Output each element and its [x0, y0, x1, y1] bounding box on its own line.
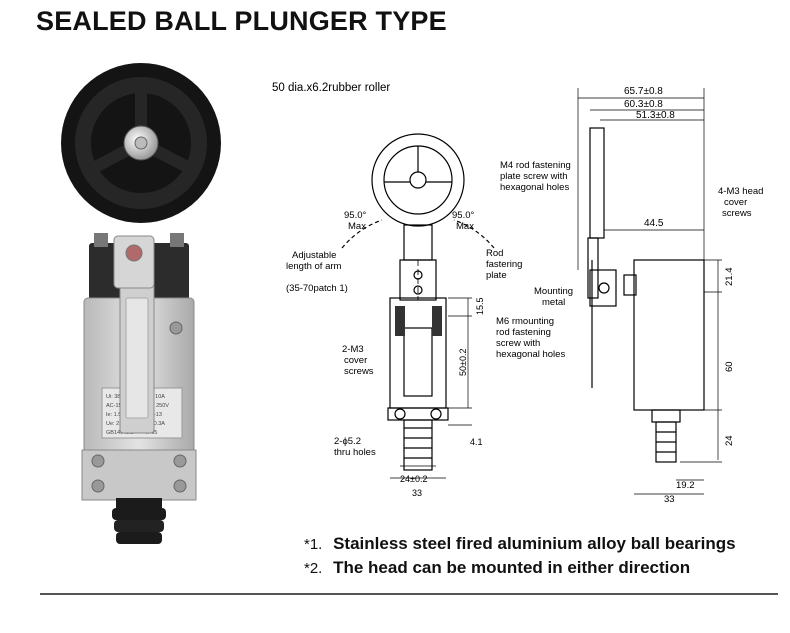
spec-text: Ue: 250V — [146, 403, 169, 409]
page-title: SEALED BALL PLUNGER TYPE — [36, 6, 447, 36]
cover-screws-left-callout: screws — [344, 366, 374, 377]
bottom-divider — [40, 593, 778, 595]
spec-text: Ie: 1.5A — [106, 412, 125, 418]
dim-15-5: 15.5 — [475, 297, 485, 315]
dim-24-front: 24±0.2 — [400, 474, 427, 484]
front-view — [341, 133, 495, 471]
rod-screw-callout: M4 rod fastening — [500, 160, 571, 171]
rod-plate-callout: plate — [486, 270, 507, 281]
cover-screws-right-callout: screws — [722, 208, 752, 219]
technical-drawing: 50 dia.x6.2rubber roller M4 rod fastenin… — [272, 82, 763, 505]
cover-screws-left-callout: 2-M3 — [342, 344, 364, 355]
angle-right-label: 95.0° — [452, 210, 474, 221]
adjustable-callout: length of arm — [286, 261, 342, 272]
note-2: *2. The head can be mounted in either di… — [304, 558, 690, 578]
adjustable-callout: (35-70patch 1) — [286, 283, 348, 294]
spec-text: Ie: 0.3A — [146, 421, 165, 427]
dim-60-3: 60.3±0.8 — [624, 99, 663, 110]
m6-screw-callout: screw with — [496, 338, 540, 349]
cover-screws-right-callout: 4-M3 head — [718, 186, 763, 197]
mounting-metal-callout: metal — [542, 297, 565, 308]
roller-callout: 50 dia.x6.2rubber roller — [272, 82, 390, 94]
rod-screw-callout: plate screw with — [500, 171, 568, 182]
side-view — [587, 127, 705, 463]
dim-65-7: 65.7±0.8 — [624, 86, 663, 97]
note-1-text: Stainless steel fired aluminium alloy ba… — [333, 534, 736, 553]
dim-19-2: 19.2 — [676, 480, 695, 491]
rubber-boot — [116, 498, 162, 508]
thru-holes-callout: 2-ϕ5.2 — [334, 436, 361, 447]
roller-outline — [371, 133, 465, 227]
dim-51-3: 51.3±0.8 — [636, 110, 675, 121]
rod-plate-callout: Rod — [486, 248, 503, 259]
dim-4-1: 4.1 — [470, 437, 483, 447]
roller-side — [589, 127, 605, 239]
spec-text: Ith: 10A — [146, 394, 165, 400]
angle-right-label: Max — [456, 221, 474, 232]
adjustable-callout: Adjustable — [292, 250, 336, 261]
angle-left-label: 95.0° — [344, 210, 366, 221]
rod-screw-callout: hexagonal holes — [500, 182, 569, 193]
dim-60: 60 — [724, 361, 735, 372]
thru-holes-callout: thru holes — [334, 447, 376, 458]
dim-33-front: 33 — [412, 488, 422, 498]
product-photo: Ui: 380V Ith: 10A AC-15 Ue: 250V Ie: 1.5… — [61, 63, 221, 544]
dim-50: 50±0.2 — [458, 349, 468, 376]
m6-screw-callout: M6 rmounting — [496, 316, 554, 327]
angle-left-label: Max — [348, 221, 366, 232]
rod-plate-callout: fastering — [486, 259, 522, 270]
mounting-metal-callout: Mounting — [534, 286, 573, 297]
note-1: *1. Stainless steel fired aluminium allo… — [304, 534, 736, 554]
spec-text: AC-15 — [106, 403, 122, 409]
m6-screw-callout: rod fastening — [496, 327, 551, 338]
m6-screw-callout: hexagonal holes — [496, 349, 565, 360]
body-side — [633, 259, 705, 411]
spec-text: Ui: 380V — [106, 394, 127, 400]
spec-text: GB14048.5 — [106, 430, 134, 436]
note-2-text: The head can be mounted in either direct… — [333, 558, 691, 577]
spec-text: Ue: 220V — [106, 421, 129, 427]
note-1-mark: *1. — [304, 536, 323, 553]
dim-33-side: 33 — [664, 494, 675, 505]
dim-21-4: 21.4 — [724, 268, 735, 287]
cover-screws-left-callout: cover — [344, 355, 367, 366]
note-2-mark: *2. — [304, 560, 323, 577]
dim-44-5: 44.5 — [644, 218, 664, 229]
cover-screws-right-callout: cover — [724, 197, 747, 208]
dim-24: 24 — [724, 435, 735, 446]
